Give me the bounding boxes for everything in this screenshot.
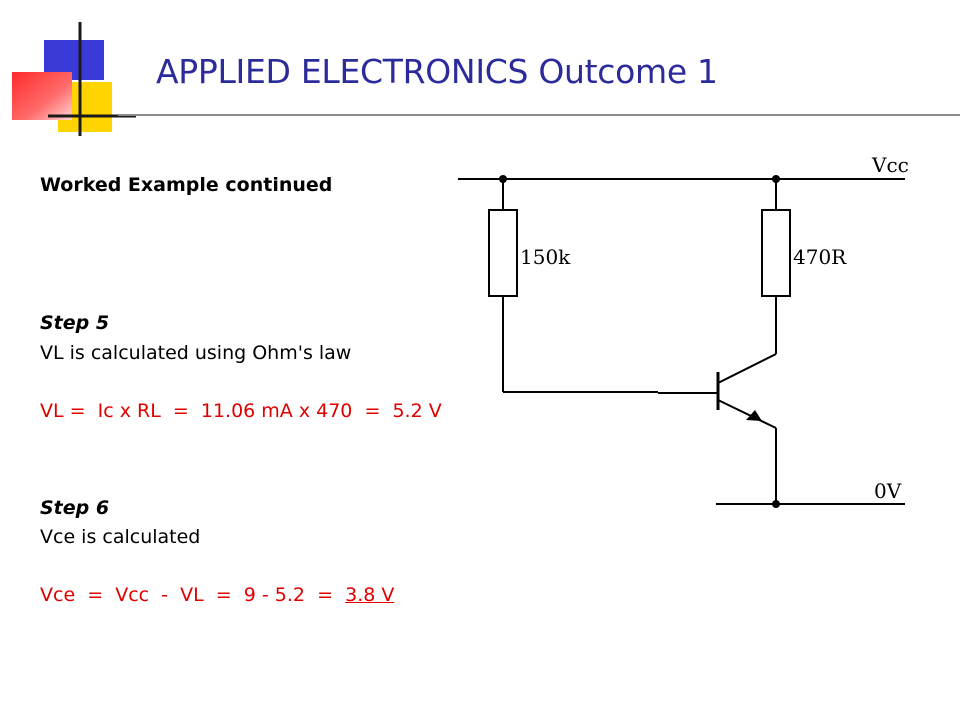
step6-text: Vce is calculated	[40, 526, 201, 548]
step6-label: Step 6	[40, 497, 110, 519]
logo-squares-icon	[12, 22, 136, 136]
step6-formula-answer: 3.8 V	[345, 584, 395, 606]
page-title: APPLIED ELECTRONICS Outcome 1	[156, 52, 718, 91]
resistor-collector-label: 470R	[793, 245, 847, 269]
junction-dot	[772, 500, 780, 508]
emitter-arrow-icon	[746, 410, 762, 421]
ground-label: 0V	[874, 479, 902, 503]
transistor-emitter	[717, 399, 777, 429]
base-resistor	[488, 209, 518, 297]
collector-resistor	[761, 209, 791, 297]
step6-formula-prefix: Vce = Vcc - VL = 9 - 5.2 =	[40, 584, 346, 606]
step5-formula: VL = Ic x RL = 11.06 mA x 470 = 5.2 V	[40, 400, 442, 422]
resistor-base-label: 150k	[520, 245, 571, 269]
title-divider	[118, 114, 960, 116]
step6-formula: Vce = Vcc - VL = 9 - 5.2 = 3.8 V	[40, 584, 394, 606]
vcc-label: Vcc	[871, 153, 909, 177]
step5-label: Step 5	[40, 312, 110, 334]
step5-text: VL is calculated using Ohm's law	[40, 342, 352, 364]
junction-dot	[499, 175, 507, 183]
junction-dot	[772, 175, 780, 183]
section-heading: Worked Example continued	[40, 174, 333, 196]
transistor-collector	[717, 353, 777, 384]
